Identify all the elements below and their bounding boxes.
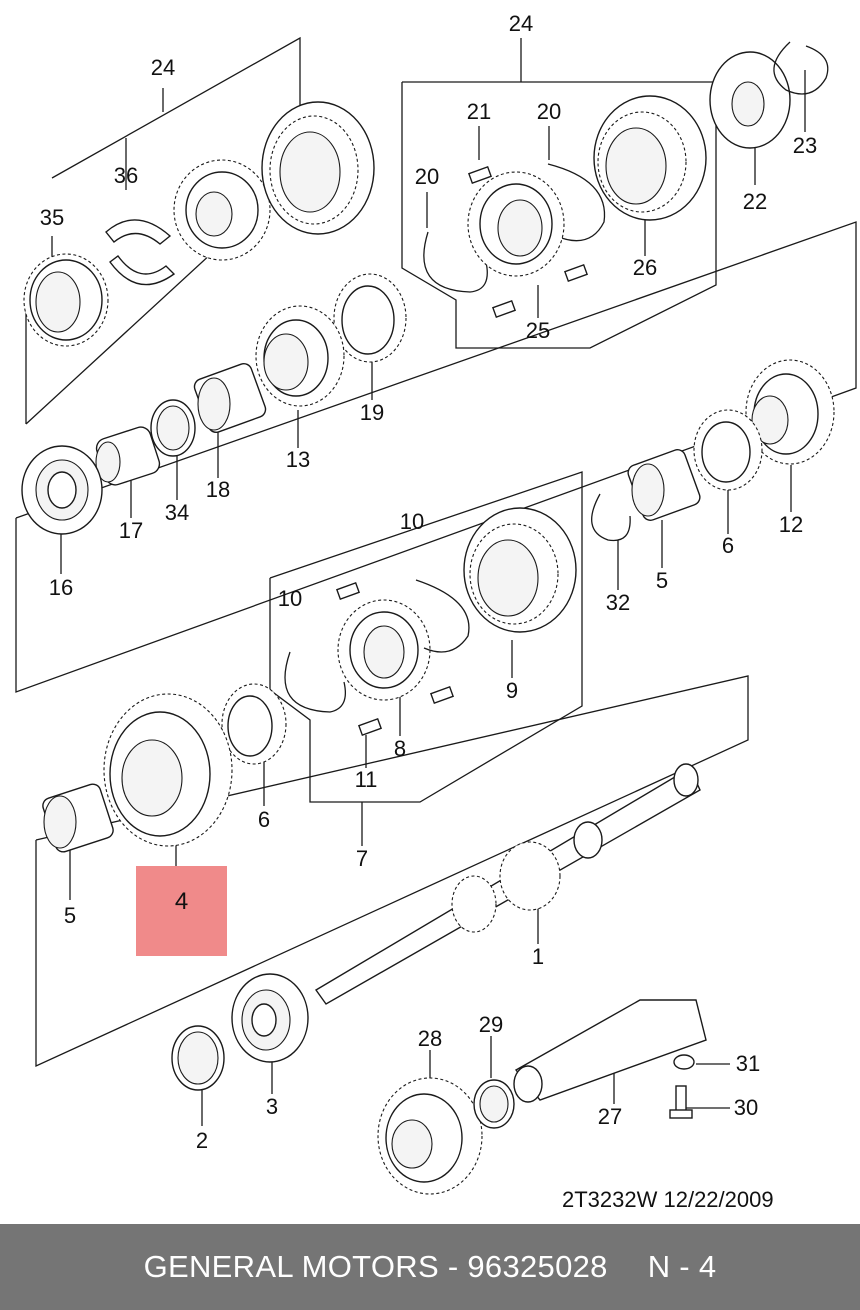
label-12: 12 [778,512,804,537]
label-2: 2 [195,1128,209,1153]
part-17-spacer [95,426,161,486]
label-3: 3 [265,1094,279,1119]
part-11-keys [335,581,455,737]
part-21-keys [467,165,589,319]
part-23-snap-ring [773,41,829,95]
part-13-gear [255,305,345,407]
label-16: 16 [48,575,74,600]
label-23: 23 [792,133,818,158]
label-35: 35 [39,205,65,230]
part-24-synchro-hub-left [173,159,271,261]
label-28: 28 [417,1026,443,1051]
part-36-blocker-halves [105,219,176,286]
label-34: 34 [164,500,190,525]
label-6-lower: 6 [257,807,271,832]
label-24-right: 24 [508,11,534,36]
part-34-ring [150,399,196,457]
part-29-washer [473,1079,515,1129]
label-6-upper: 6 [721,533,735,558]
drawing-id: 2T3232W 12/22/2009 [562,1187,774,1212]
label-22: 22 [742,189,768,214]
part-18-needle-bearing [193,362,267,434]
highlighted-part-box [136,866,227,956]
part-10-springs [284,579,470,713]
part-32-snap-ring [591,493,631,542]
label-1: 1 [531,944,545,969]
part-4-gear [103,693,233,847]
part-1-main-shaft [314,763,701,1005]
label-29: 29 [478,1012,504,1037]
part-5-bearing-lower [42,783,114,853]
part-22-plate [709,51,791,149]
label-20-right: 20 [536,99,562,124]
label-5-lower: 5 [63,903,77,928]
label-30: 30 [733,1095,759,1120]
label-8: 8 [393,736,407,761]
part-28-gear [377,1077,483,1195]
part-19-gear-ring [333,273,407,363]
label-18: 18 [205,477,231,502]
part-27-shaft [513,999,707,1103]
label-11: 11 [354,767,378,792]
label-21: 21 [466,99,492,124]
label-36: 36 [113,163,139,188]
part-26-sleeve [593,95,707,221]
label-32: 32 [605,590,631,615]
exploded-parts-diagram [15,36,857,1195]
part-6-gear-ring-upper [693,409,763,491]
part-8-hub [337,599,431,701]
part-9-sleeve [463,507,577,633]
part-30-bolt [669,1085,693,1119]
part-3-bearing [231,973,309,1063]
footer-brand-part-number: GENERAL MOTORS - 96325028 [143,1249,608,1284]
label-25: 25 [525,318,551,343]
part-35-synchro-ring [23,253,109,347]
footer-reference: N - 4 [647,1249,717,1284]
label-7: 7 [355,846,369,871]
label-5-upper: 5 [655,568,669,593]
part-20-springs [423,163,606,293]
label-17: 17 [118,518,144,543]
label-20-left: 20 [414,164,440,189]
label-26: 26 [632,255,658,280]
part-6-gear-ring-lower [221,683,287,765]
label-19: 19 [359,400,385,425]
label-27: 27 [597,1104,623,1129]
part-25-synchro-hub [467,171,565,277]
label-31: 31 [735,1051,761,1076]
part-12-gear [745,359,835,465]
label-24-left: 24 [150,55,176,80]
label-10-left: 10 [277,586,303,611]
part-2-ring [171,1025,225,1091]
part-24-sleeve-left [261,101,375,235]
label-9: 9 [505,678,519,703]
part-31-washer [673,1054,695,1070]
label-10-right: 10 [399,509,425,534]
highlighted-part-label: 4 [174,888,189,915]
leader-lines [51,38,806,1126]
part-5-bearing-upper [627,449,701,521]
footer-bar: GENERAL MOTORS - 96325028 N - 4 [0,1224,860,1310]
label-13: 13 [285,447,311,472]
part-16-bearing [21,445,103,535]
